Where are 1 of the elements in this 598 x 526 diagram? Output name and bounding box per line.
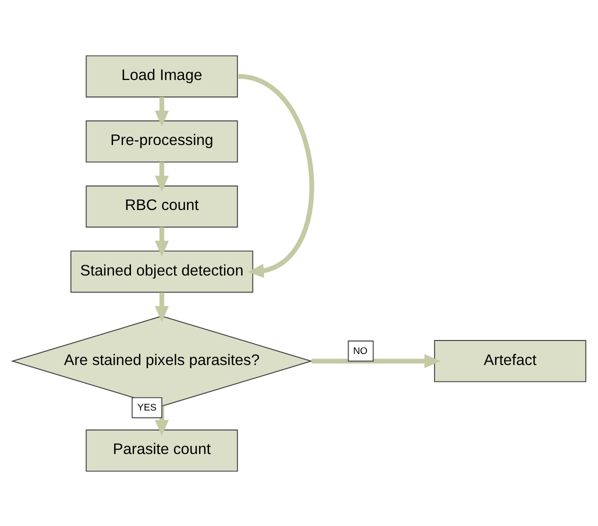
edge-label: NO: [353, 345, 368, 356]
